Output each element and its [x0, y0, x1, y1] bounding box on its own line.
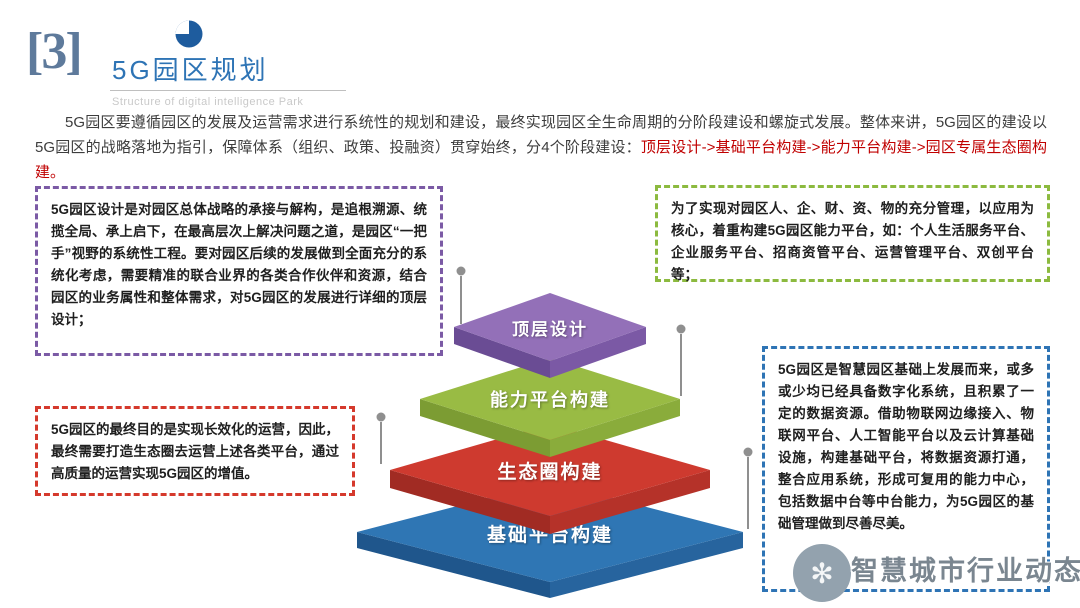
pyramid-layer-label: 顶层设计: [512, 319, 588, 339]
layer-top-face: [420, 358, 680, 440]
layer-top-face: [454, 293, 646, 361]
page-title: 5G园区规划: [112, 55, 269, 85]
title-underline: [110, 90, 346, 91]
watermark-text: 智慧城市行业动态: [851, 556, 1080, 586]
layer-left-face: [454, 327, 550, 378]
section-number: [3]: [26, 23, 83, 80]
pie-chart-icon: [175, 20, 203, 48]
callout-foundation-platform: 5G园区是智慧园区基础上发展而来，或多或少均已经具备数字化系统，且积累了一定的数…: [762, 346, 1050, 592]
layer-top-face: [390, 424, 710, 516]
layer-right-face: [550, 470, 710, 534]
connector-dot: [376, 412, 386, 422]
connector-capability: [676, 324, 686, 396]
watermark-logo: ✻: [793, 544, 851, 602]
layer-right-face: [550, 532, 743, 598]
callout-capability-platform: 为了实现对园区人、企、财、资、物的充分管理，以应用为核心，着重构建5G园区能力平…: [655, 185, 1050, 282]
callout-operation: 5G园区的最终目的是实现长效化的运营，因此，最终需要打造生态圈去运营上述各类平台…: [35, 406, 355, 496]
pyramid-layer-top-design: 顶层设计: [454, 293, 646, 378]
connector-operation: [376, 412, 386, 464]
layer-left-face: [390, 470, 550, 534]
intro-paragraph: 5G园区要遵循园区的发展及运营需求进行系统性的规划和建设，最终实现园区全生命周期…: [35, 110, 1047, 185]
callout-top-design: 5G园区设计是对园区总体战略的承接与解构，是追根溯源、统揽全局、承上启下，在最高…: [35, 186, 443, 356]
connector-dot: [676, 324, 686, 334]
callout-foundation-text: 5G园区是智慧园区基础上发展而来，或多或少均已经具备数字化系统，且积累了一定的数…: [778, 362, 1034, 531]
pyramid-layer-label: 能力平台构建: [490, 389, 610, 410]
watermark-logo-icon: ✻: [810, 557, 834, 589]
pyramid-layer-label: 生态圈构建: [497, 460, 602, 483]
connector-dot: [456, 266, 466, 276]
page-subtitle: Structure of digital intelligence Park: [112, 96, 304, 108]
callout-top-design-text: 5G园区设计是对园区总体战略的承接与解构，是追根溯源、统揽全局、承上启下，在最高…: [51, 202, 427, 327]
pyramid-layer-capability: 能力平台构建: [420, 358, 680, 457]
callout-operation-text: 5G园区的最终目的是实现长效化的运营，因此，最终需要打造生态圈去运营上述各类平台…: [51, 422, 340, 481]
layer-left-face: [420, 399, 550, 457]
layer-left-face: [357, 532, 550, 598]
intro-highlight: 顶层设计->基础平台构建->能力平台构建->园区专属生态圈构建。: [35, 139, 1047, 181]
pyramid-layer-label: 基础平台构建: [486, 523, 613, 546]
pyramid-layer-foundation: 基础平台构建: [357, 482, 743, 598]
layer-right-face: [550, 327, 646, 378]
pyramid-layer-ecosystem: 生态圈构建: [390, 424, 710, 534]
connector-foundation: [743, 447, 753, 529]
pie-slice: [175, 20, 189, 34]
connector-dot: [743, 447, 753, 457]
connector-top-design: [456, 266, 466, 324]
callout-capability-text: 为了实现对园区人、企、财、资、物的充分管理，以应用为核心，着重构建5G园区能力平…: [671, 201, 1034, 282]
layer-top-face: [357, 482, 743, 582]
intro-text: 5G园区要遵循园区的发展及运营需求进行系统性的规划和建设，最终实现园区全生命周期…: [35, 114, 1047, 156]
layer-right-face: [550, 399, 680, 457]
